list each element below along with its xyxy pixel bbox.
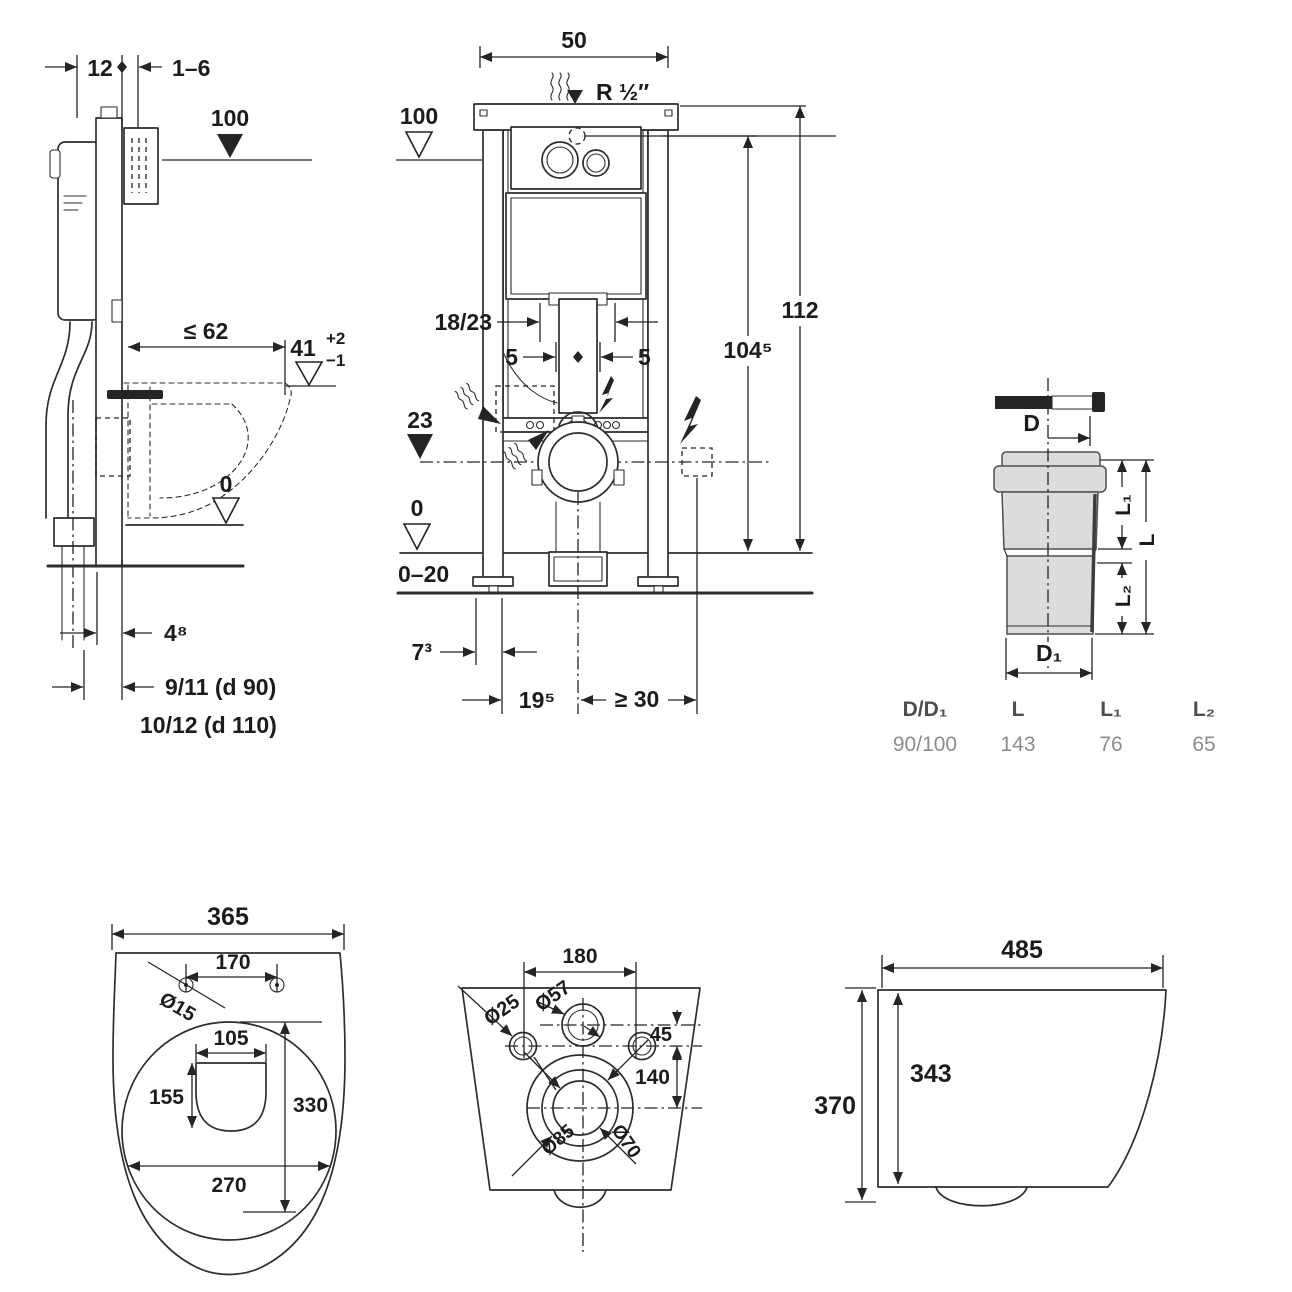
dim-floor-range: 0–20 [398,561,449,587]
table-value: 65 [1192,733,1215,756]
outlet-connector-view: D L₁ L L₂ D₁ D/D₁ L [893,378,1216,756]
frame-side-view: 12 1–6 100 ≤ 62 41 +2 −1 0 4⁸ 9/11 (d 90… [45,55,345,738]
dim-offset-right: 5 [638,344,651,370]
dim-bowl-height: 41 [290,335,316,361]
dim-pan-height-total: 370 [814,1092,856,1120]
dim-drain-option-2: 10/12 (d 110) [140,712,277,738]
dim-floor-datum: 0 [220,471,233,497]
frame-front-view: R ½″ 50 100 18/23 5 5 23 [396,27,836,714]
dim-rear-hole-spacing: 180 [562,945,597,968]
dim-point-icon [117,61,127,73]
dim-bowl-length: 330 [293,1094,328,1117]
dim-drain-option-1: 9/11 (d 90) [165,674,276,700]
datum-open-icon [294,361,324,387]
pan-side-view: 485 370 343 [814,936,1167,1207]
hot-water-icon [550,72,570,101]
dim-pan-height-inner: 343 [910,1060,952,1088]
datum-filled-icon [407,434,433,459]
dim-pan-width: 365 [207,903,249,931]
table-value: 90/100 [893,733,957,756]
dim-datum-100: 100 [211,105,249,131]
dim-bowl-depth: ≤ 62 [184,318,229,344]
datum-filled-icon [217,134,243,158]
table-header: L₁ [1100,698,1122,721]
table-header: D/D₁ [903,698,948,721]
table-header: L₂ [1193,698,1215,721]
datum-open-icon [404,131,434,159]
dim-label-d1: D₁ [1036,640,1062,666]
dim-outlet-drop: 140 [635,1066,670,1089]
dim-seat-width: 270 [211,1174,246,1197]
dim-side-clearance: ≥ 30 [615,686,660,712]
dim-foot-depth: 7³ [412,639,433,665]
dim-wall-gap: 1–6 [172,55,210,81]
dim-label-l1: L₁ [1112,494,1135,516]
dim-label-d: D [1023,410,1040,436]
datum-open-icon [402,523,432,551]
pan-rear-view: Ø25 Ø57 Ø85 Ø70 180 45 140 [457,945,702,1252]
connector-table: D/D₁ L L₁ L₂ 90/100 143 76 65 [893,698,1216,756]
dim-offset-vertical: 45 [650,1024,672,1046]
dim-pan-depth: 485 [1001,936,1043,964]
flexible-connection-icon [454,382,480,410]
power-connection-icon [680,396,701,444]
dim-height-mid: 104⁵ [723,337,772,363]
dim-label-l: L [1136,533,1159,546]
dim-inner-width: 105 [213,1027,248,1050]
dim-hole-spacing: 170 [215,951,250,974]
dim-floor-datum: 0 [411,495,424,521]
table-header: L [1012,698,1025,721]
arrow-icon [478,406,501,424]
dim-bowl-height-tol-plus: +2 [326,329,345,348]
table-value: 143 [1000,733,1035,756]
dim-bowl-height-tol-minus: −1 [326,351,345,370]
arrow-icon [528,430,549,450]
dim-water-connection: R ½″ [596,79,649,105]
dim-wall-thickness: 18/23 [434,309,492,335]
dim-frame-depth: 12 [87,55,113,81]
dim-label-l2: L₂ [1112,585,1135,607]
table-value: 76 [1099,733,1122,756]
pan-top-view: 365 170 Ø15 105 155 330 270 [111,903,346,1276]
electrical-box-icon [681,447,713,477]
dim-frame-width: 50 [561,27,587,53]
center-mark-icon [573,351,583,363]
dim-height-total: 112 [781,297,818,323]
flexible-connection-icon [502,442,528,470]
dim-inner-depth: 155 [149,1086,184,1109]
arrow-down-icon [567,90,583,104]
dim-outlet-height: 23 [407,407,433,433]
dim-datum-100: 100 [400,103,438,129]
dim-front-offset: 4⁸ [164,620,188,646]
power-connection-icon [599,376,614,413]
dim-outlet-offset: 19⁵ [519,687,555,713]
dim-offset-left: 5 [505,344,518,370]
datum-open-icon [211,497,241,525]
